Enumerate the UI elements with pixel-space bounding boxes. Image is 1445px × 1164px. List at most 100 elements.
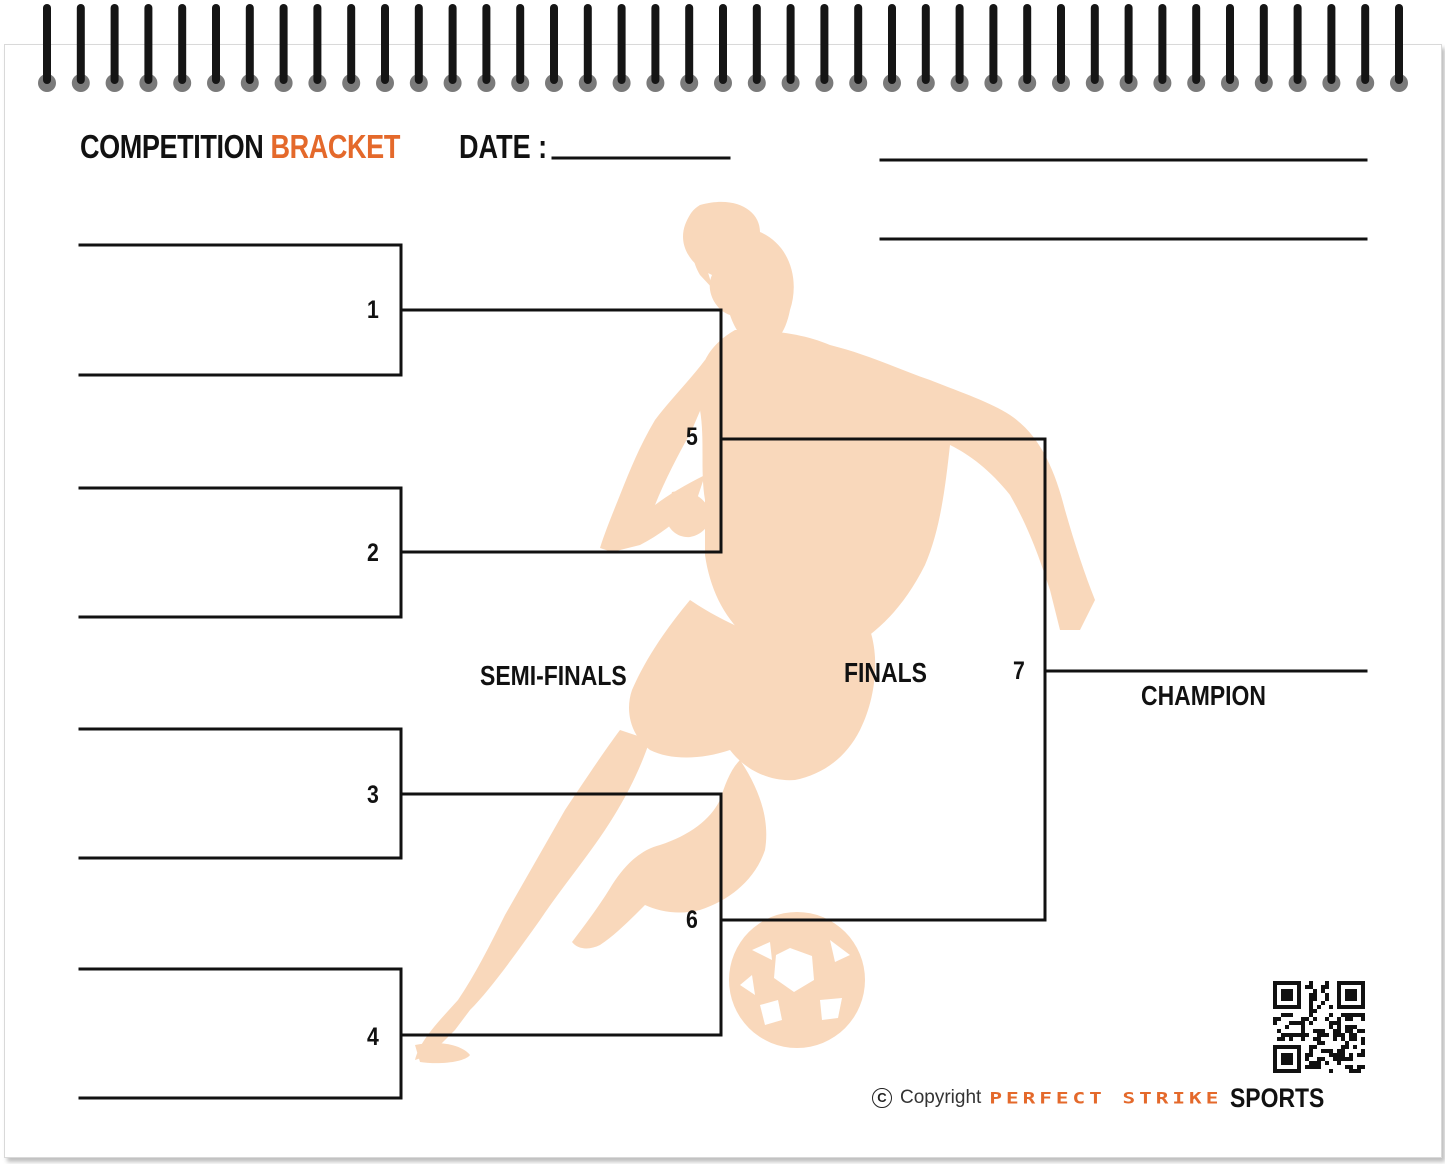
binding-wire	[921, 4, 930, 84]
qr-module	[1345, 1029, 1349, 1033]
qr-module	[1313, 1029, 1317, 1033]
match-number-5: 5	[686, 423, 698, 451]
qr-module	[1349, 1065, 1353, 1069]
qr-module	[1301, 1021, 1305, 1025]
qr-module	[1289, 1037, 1293, 1041]
binding-wire	[583, 4, 592, 84]
binding-wire	[719, 4, 727, 84]
soccer-ball-icon	[729, 912, 865, 1048]
qr-module	[1349, 1013, 1353, 1017]
binding-wire	[245, 4, 254, 84]
qr-module	[1309, 981, 1313, 985]
qr-module	[1313, 1045, 1317, 1049]
qr-module	[1309, 997, 1313, 1001]
qr-module	[1313, 989, 1317, 993]
binding-wire	[685, 4, 694, 84]
qr-module	[1325, 1017, 1329, 1021]
qr-module	[1333, 1057, 1337, 1061]
qr-module	[1305, 1053, 1309, 1057]
qr-module	[1333, 1021, 1337, 1025]
qr-module	[1313, 1037, 1317, 1041]
binding-wire	[178, 4, 187, 84]
qr-module	[1361, 1049, 1365, 1053]
qr-module	[1321, 989, 1325, 993]
qr-module	[1289, 1021, 1293, 1025]
qr-module	[1277, 1029, 1281, 1033]
match-number-6: 6	[686, 906, 698, 934]
qr-module	[1293, 1033, 1297, 1037]
binding-wire	[1327, 4, 1336, 84]
binding-wire	[888, 4, 896, 84]
qr-module	[1325, 1061, 1329, 1065]
qr-module	[1301, 1033, 1305, 1037]
qr-module	[1333, 1029, 1337, 1033]
qr-module	[1345, 989, 1357, 1001]
binding-wire	[1293, 4, 1302, 84]
qr-module	[1277, 1037, 1281, 1041]
qr-module	[1361, 1037, 1365, 1041]
qr-module	[1341, 1045, 1345, 1049]
qr-module	[1341, 1049, 1345, 1053]
qr-module	[1325, 981, 1329, 985]
qr-module	[1325, 985, 1329, 989]
qr-module	[1349, 1053, 1353, 1057]
soccer-player-silhouette-icon	[415, 201, 1095, 1064]
qr-module	[1345, 1025, 1349, 1029]
qr-module	[1357, 1013, 1361, 1017]
qr-module	[1337, 1021, 1341, 1025]
qr-module	[1309, 1065, 1313, 1069]
qr-module	[1301, 1017, 1305, 1021]
qr-module	[1337, 1025, 1341, 1029]
qr-module	[1313, 997, 1317, 1001]
qr-module	[1345, 1041, 1349, 1045]
qr-module	[1289, 1013, 1293, 1017]
qr-module	[1277, 1017, 1281, 1021]
qr-module	[1321, 1041, 1325, 1045]
qr-module	[1317, 1041, 1321, 1045]
qr-module	[1313, 1061, 1317, 1065]
qr-module	[1309, 1001, 1313, 1005]
qr-module	[1273, 1017, 1277, 1021]
qr-module	[1321, 1001, 1325, 1005]
qr-module	[1353, 1013, 1357, 1017]
binding-wire	[752, 4, 761, 84]
binding-wire	[1395, 4, 1403, 84]
qr-module	[1309, 1053, 1313, 1057]
qr-module	[1285, 1025, 1289, 1029]
binding-wire	[1124, 4, 1133, 84]
binding-wire	[313, 4, 322, 84]
qr-module	[1341, 1037, 1345, 1041]
qr-module	[1325, 1033, 1329, 1037]
title-accent: BRACKET	[270, 128, 401, 165]
qr-module	[1293, 1021, 1297, 1025]
qr-module	[1313, 1009, 1317, 1013]
qr-module	[1345, 1017, 1349, 1021]
page-title: COMPETITION BRACKET	[80, 130, 400, 163]
qr-module	[1281, 1053, 1293, 1065]
qr-module	[1281, 1037, 1285, 1041]
qr-module	[1341, 1057, 1345, 1061]
binding-wire	[989, 4, 998, 84]
qr-module	[1305, 1033, 1309, 1037]
qr-module	[1309, 1021, 1313, 1025]
spiral-binding-icon	[38, 4, 1408, 92]
qr-module	[1337, 1061, 1341, 1065]
binding-wire	[1192, 4, 1201, 84]
copyright-footer: C Copyright PERFECT STRIKE SPORTS	[872, 1083, 1341, 1113]
binding-wire	[448, 4, 457, 84]
qr-module	[1357, 1053, 1361, 1057]
qr-module	[1361, 1053, 1365, 1057]
match-number-3: 3	[367, 781, 379, 809]
qr-module	[1317, 1033, 1321, 1037]
qr-module	[1345, 1013, 1349, 1017]
qr-module	[1317, 1061, 1321, 1065]
qr-module	[1361, 1041, 1365, 1045]
qr-module	[1317, 1057, 1321, 1061]
qr-module	[1357, 1065, 1361, 1069]
qr-module	[1325, 993, 1329, 997]
binding-wire	[1361, 4, 1370, 84]
qr-module	[1341, 1053, 1345, 1057]
qr-module	[1341, 1033, 1345, 1037]
qr-module	[1357, 1029, 1361, 1033]
qr-module	[1317, 1037, 1321, 1041]
